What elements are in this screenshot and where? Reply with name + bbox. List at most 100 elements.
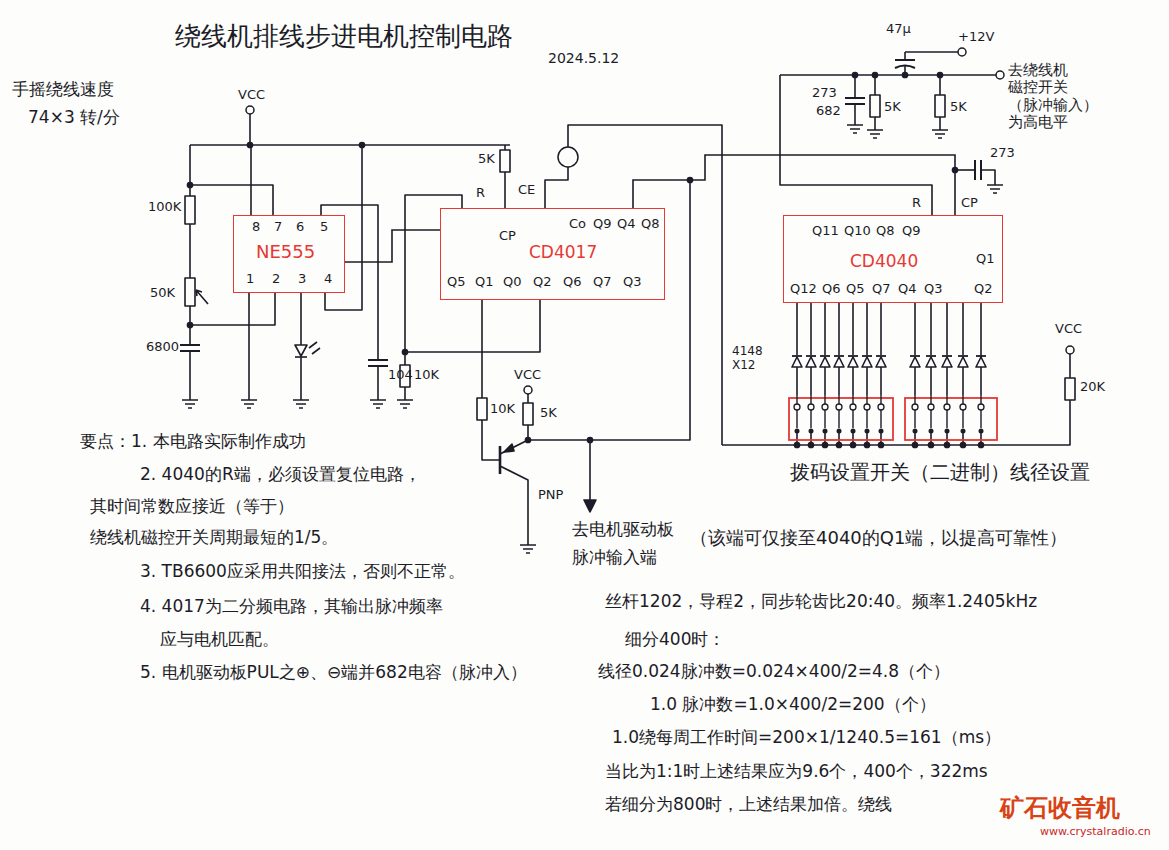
capacitor-value: 6800 (146, 340, 179, 355)
input-terminal (996, 71, 1004, 79)
ground-symbol (520, 545, 536, 553)
wire (780, 74, 996, 76)
pin-name: CP (961, 196, 978, 211)
switch-contact (928, 404, 934, 410)
switch-contact (946, 395, 947, 428)
ground-symbol (182, 400, 198, 408)
wire (810, 303, 812, 355)
pin-name: Q6 (822, 282, 841, 297)
pin-name: Q11 (812, 224, 839, 239)
wire-connector (345, 230, 440, 262)
resistor-symbol (935, 95, 945, 117)
ground-symbol (847, 125, 863, 133)
note-text: 脉冲输入端 (572, 548, 657, 568)
junction-dot (359, 142, 364, 147)
junction-dot (525, 437, 530, 442)
switch-contact (822, 404, 828, 410)
wire (189, 145, 191, 196)
pin-name: CE (518, 183, 535, 198)
diode-symbol (926, 357, 936, 367)
wire (962, 303, 964, 355)
resistor-value: 5K (950, 100, 967, 115)
supply-terminal (958, 48, 966, 56)
wire (930, 303, 932, 355)
switch-contact (914, 395, 915, 428)
chip-name: NE555 (256, 242, 315, 263)
diode-symbol (806, 355, 816, 357)
diode-symbol (958, 357, 968, 367)
wire (780, 75, 932, 215)
junction-dot (960, 442, 965, 447)
switch-contact (837, 429, 842, 434)
diode-symbol (958, 355, 968, 357)
wire (249, 114, 251, 145)
wire (321, 205, 378, 360)
wire (905, 51, 958, 53)
wire (405, 300, 540, 352)
capacitor-value: 47μ (886, 22, 911, 37)
wire (904, 52, 906, 60)
pin-name: 5 (320, 220, 328, 235)
wire (1069, 354, 1071, 378)
transistor-label: PNP (538, 488, 563, 503)
capacitor-value: 273 (812, 86, 837, 101)
junction-dot (402, 349, 407, 354)
switch-contact (978, 404, 984, 410)
resistor-value: 100K (148, 200, 181, 215)
pin-name: Q10 (844, 224, 871, 239)
junction-dot (587, 437, 592, 442)
chip-name: CD4017 (529, 243, 597, 263)
pin-name: 6 (296, 220, 304, 235)
wire (325, 145, 362, 310)
wire (300, 293, 302, 345)
potentiometer-arrow (196, 290, 208, 304)
diode-symbol (848, 355, 858, 357)
switch-contact (851, 429, 856, 434)
resistor-symbol (1065, 378, 1075, 400)
switch-housing (789, 398, 893, 440)
wire (589, 440, 591, 502)
capacitor-symbol (845, 98, 865, 104)
pin-name: Q3 (924, 282, 943, 297)
diode-symbol (910, 355, 920, 357)
resistor-symbol (185, 196, 195, 224)
pin-name: Q8 (641, 217, 660, 232)
note-text: 74×3 转/分 (28, 108, 120, 128)
ic-ne555: 8765NE5551234 (233, 215, 345, 293)
pin-name: Q3 (623, 275, 642, 290)
wire (527, 394, 529, 403)
dip-switch: 拨码设置开关（二进制）线径设置 (785, 395, 1095, 495)
wire (190, 293, 275, 325)
ground-symbol (987, 185, 1003, 193)
switch-contact (850, 404, 856, 410)
led-symbol (295, 345, 307, 356)
junction-dot (978, 442, 983, 447)
pin-name: Co (569, 217, 586, 232)
junction-dot (912, 442, 917, 447)
pin-name: Q2 (974, 282, 993, 297)
transistor-symbol (499, 446, 502, 474)
pin-name: Q7 (593, 275, 612, 290)
pin-name: Q4 (898, 282, 917, 297)
ground-symbol (241, 400, 257, 408)
wire (854, 104, 856, 125)
wire (796, 303, 798, 355)
wire (914, 303, 916, 355)
switch-contact (809, 429, 814, 434)
note-text: 手摇绕线速度 (12, 80, 114, 100)
wire (946, 367, 948, 395)
pin-name: Q7 (872, 282, 891, 297)
lamp-symbol (558, 147, 578, 167)
vcc-terminal (524, 386, 532, 394)
switch-contact (838, 395, 839, 428)
junction-dot (902, 72, 907, 77)
transistor-symbol (504, 444, 514, 452)
switch-contact (945, 429, 950, 434)
resistor-symbol (185, 278, 195, 306)
pin-name: 3 (298, 272, 306, 287)
capacitor-symbol (368, 360, 388, 366)
pin-name: Q0 (503, 275, 522, 290)
switch-contact (836, 404, 842, 410)
wire (189, 351, 191, 400)
resistor-value: 5K (478, 152, 495, 167)
